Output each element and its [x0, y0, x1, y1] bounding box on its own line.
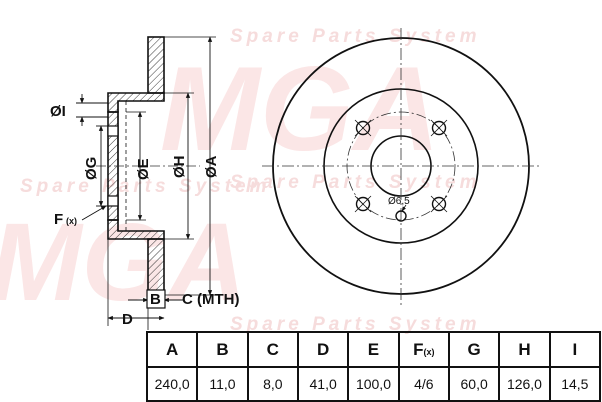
hat-wall-lower — [107, 219, 165, 240]
watermark-text: Spare Parts System — [230, 26, 481, 47]
header-C: C — [246, 331, 299, 368]
header-F: F(x) — [397, 331, 450, 368]
hole-label: Ø6,5 — [388, 196, 410, 207]
dim-label-I: ØI — [50, 103, 66, 120]
bolt-hole-lower — [107, 195, 119, 207]
header-H: H — [498, 331, 551, 368]
header-B: B — [196, 331, 249, 368]
hat-wall-upper — [107, 92, 165, 113]
value-D: 41,0 — [296, 366, 350, 402]
bolt-hole — [430, 195, 448, 213]
watermark-text: Spare Parts System — [230, 314, 481, 335]
watermark-text: Spare Parts System — [230, 172, 481, 193]
locating-hole — [395, 210, 407, 222]
value-G: 60,0 — [447, 366, 501, 402]
friction-ring-lower — [147, 238, 165, 296]
front-view: Ø6,5 — [262, 28, 540, 306]
value-H: 126,0 — [498, 366, 551, 402]
bolt-hole — [354, 119, 372, 137]
watermark-text: Spare Parts System — [20, 176, 271, 197]
value-I: 14,5 — [548, 366, 602, 402]
dim-label-F: F — [54, 211, 63, 228]
value-C: 8,0 — [246, 366, 299, 402]
dim-label-C: C (MTH) — [182, 291, 239, 308]
header-I: I — [548, 331, 602, 368]
dim-label-F-sub: (x) — [66, 216, 77, 226]
bolt-hole — [354, 195, 372, 213]
value-E: 100,0 — [347, 366, 400, 402]
bolt-hole — [430, 119, 448, 137]
spec-table: A B C D E F(x) G H I 240,0 11,0 8,0 41,0… — [145, 331, 602, 402]
value-A: 240,0 — [145, 366, 199, 402]
header-D: D — [296, 331, 350, 368]
table-values-row: 240,0 11,0 8,0 41,0 100,0 4/6 60,0 126,0… — [145, 366, 602, 402]
friction-ring-upper — [147, 36, 165, 94]
header-A: A — [145, 331, 199, 368]
watermark-logo-2: MGA — [0, 201, 247, 324]
bolt-hole-upper — [107, 125, 119, 137]
side-section-view: ØI ØG ØE ØH ØA F (x) B C (MTH) — [50, 36, 239, 330]
dim-label-G: ØG — [83, 157, 100, 180]
value-F: 4/6 — [397, 366, 450, 402]
dim-box-B — [146, 289, 166, 309]
header-E: E — [347, 331, 400, 368]
dim-label-D: D — [122, 311, 133, 328]
value-B: 11,0 — [196, 366, 249, 402]
dim-label-B: B — [150, 291, 161, 308]
dim-label-H: ØH — [171, 156, 188, 179]
watermark-logo: MGA — [160, 42, 440, 176]
header-G: G — [447, 331, 501, 368]
dim-label-A: ØA — [203, 155, 220, 178]
table-header-row: A B C D E F(x) G H I — [145, 331, 602, 368]
dim-label-E: ØE — [135, 158, 152, 180]
